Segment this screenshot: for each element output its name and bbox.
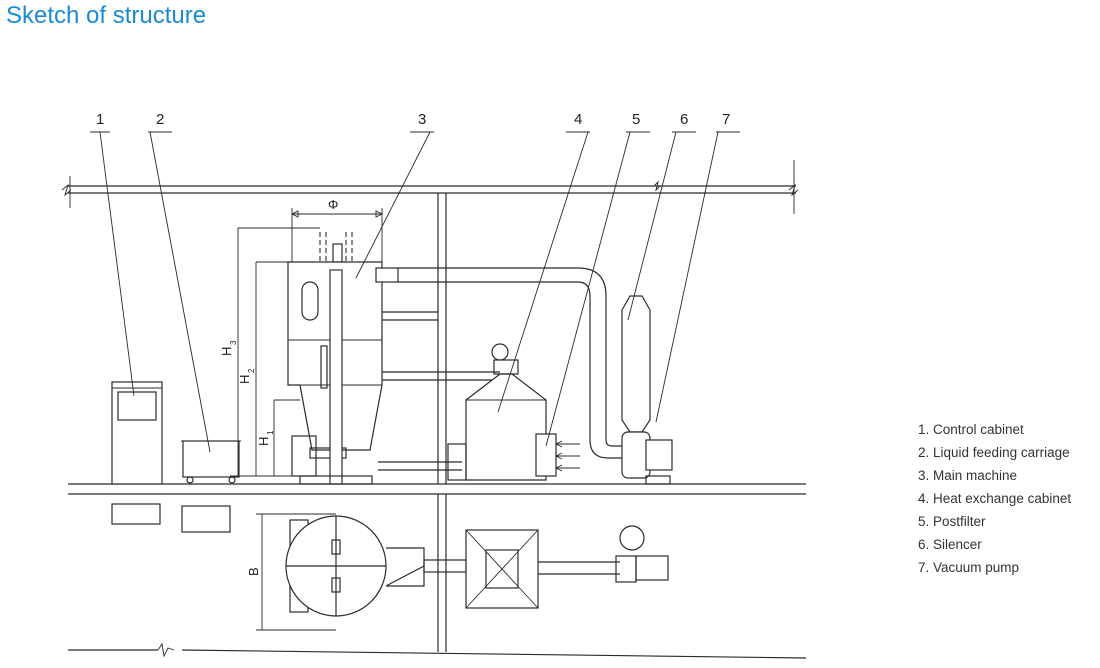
- ceiling: [61, 160, 799, 214]
- main-machine: [287, 232, 500, 485]
- callout-4: 4: [574, 111, 582, 128]
- legend-item-main-machine: 3. Main machine: [918, 468, 1018, 483]
- legend-item-silencer: 6. Silencer: [918, 537, 982, 552]
- legend-item-vacuum-pump: 7. Vacuum pump: [918, 560, 1020, 575]
- callout-6: 6: [680, 111, 688, 128]
- legend: 1. Control cabinet 2. Liquid feeding car…: [918, 418, 1071, 579]
- legend-item-postfilter: 5. Postfilter: [918, 514, 986, 529]
- feed-pipe: [378, 443, 467, 481]
- callout-3: 3: [418, 111, 426, 128]
- callout-2: 2: [156, 111, 164, 128]
- dim-h2-sub: 2: [247, 368, 256, 373]
- dimension-labels: Φ H 3 H 2 H 1 B: [219, 197, 338, 576]
- plan-view: [111, 503, 669, 617]
- leader-lines: [90, 131, 740, 453]
- callout-1: 1: [96, 111, 104, 128]
- liquid-feeding-carriage: [181, 440, 241, 484]
- diagram-title: Sketch of structure: [6, 2, 207, 29]
- structure-drawing: 1 2 3 4 5 6 7 Φ H 3 H 2 H 1 B: [61, 111, 807, 659]
- air-duct: [375, 267, 626, 459]
- dim-h1-sub: 1: [266, 430, 275, 435]
- silencer: [621, 295, 651, 433]
- callout-labels: 1 2 3 4 5 6 7: [96, 111, 730, 128]
- legend-item-heat-exchange-cabinet: 4. Heat exchange cabinet: [918, 491, 1072, 506]
- postfilter: [535, 433, 580, 477]
- dim-h3-sub: 3: [229, 340, 238, 345]
- heat-exchange-cabinet: [465, 343, 547, 481]
- legend-item-control-cabinet: 1. Control cabinet: [918, 422, 1024, 437]
- dim-h1-label: H: [256, 437, 271, 446]
- floor: [68, 483, 807, 659]
- dim-b-label: B: [246, 567, 261, 576]
- callout-7: 7: [722, 111, 730, 128]
- callout-5: 5: [632, 111, 640, 128]
- vacuum-pump: [621, 431, 673, 485]
- wall: [437, 193, 447, 652]
- control-cabinet: [111, 381, 163, 485]
- dim-phi-label: Φ: [328, 197, 338, 212]
- dim-h3-label: H: [219, 347, 234, 356]
- legend-item-liquid-feeding-carriage: 2. Liquid feeding carriage: [918, 445, 1070, 460]
- dim-h2-label: H: [237, 375, 252, 384]
- dimension-lines: [230, 208, 384, 631]
